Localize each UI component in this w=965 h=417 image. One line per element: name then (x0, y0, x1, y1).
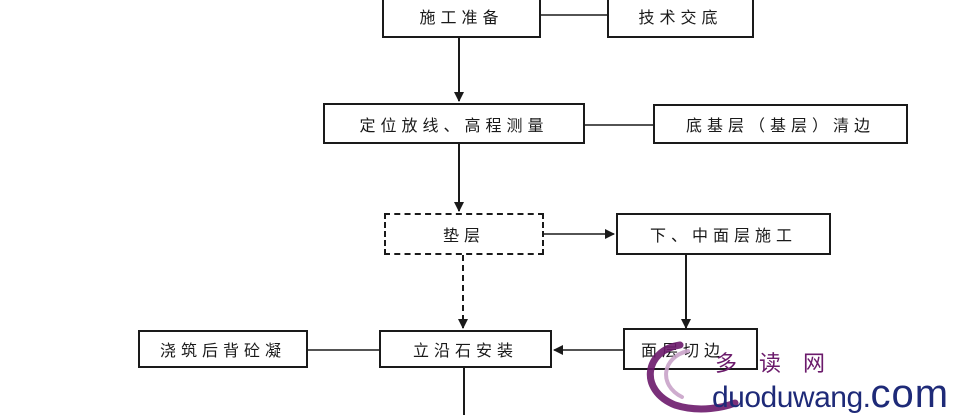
node-technical-briefing: 技术交底 (607, 0, 754, 38)
watermark-domain-main: duoduwang. (712, 381, 871, 414)
node-curb-installation: 立沿石安装 (379, 330, 552, 368)
node-construction-prep: 施工准备 (382, 0, 541, 38)
node-cushion-layer: 垫层 (384, 213, 544, 255)
node-base-edge-cleaning: 底基层（基层）清边 (653, 104, 908, 144)
node-back-concrete-pour: 浇筑后背砼凝 (138, 330, 308, 368)
watermark-chinese-text: 多读网 (715, 352, 848, 377)
watermark-domain-suffix: com (870, 372, 950, 416)
node-survey-layout: 定位放线、高程测量 (323, 103, 585, 144)
node-lower-middle-surface: 下、中面层施工 (616, 213, 831, 255)
watermark-logo-swoosh (646, 341, 739, 413)
watermark-english-text: duoduwang.com (712, 372, 949, 417)
node-surface-edge-cut: 面层切边 (623, 328, 758, 370)
